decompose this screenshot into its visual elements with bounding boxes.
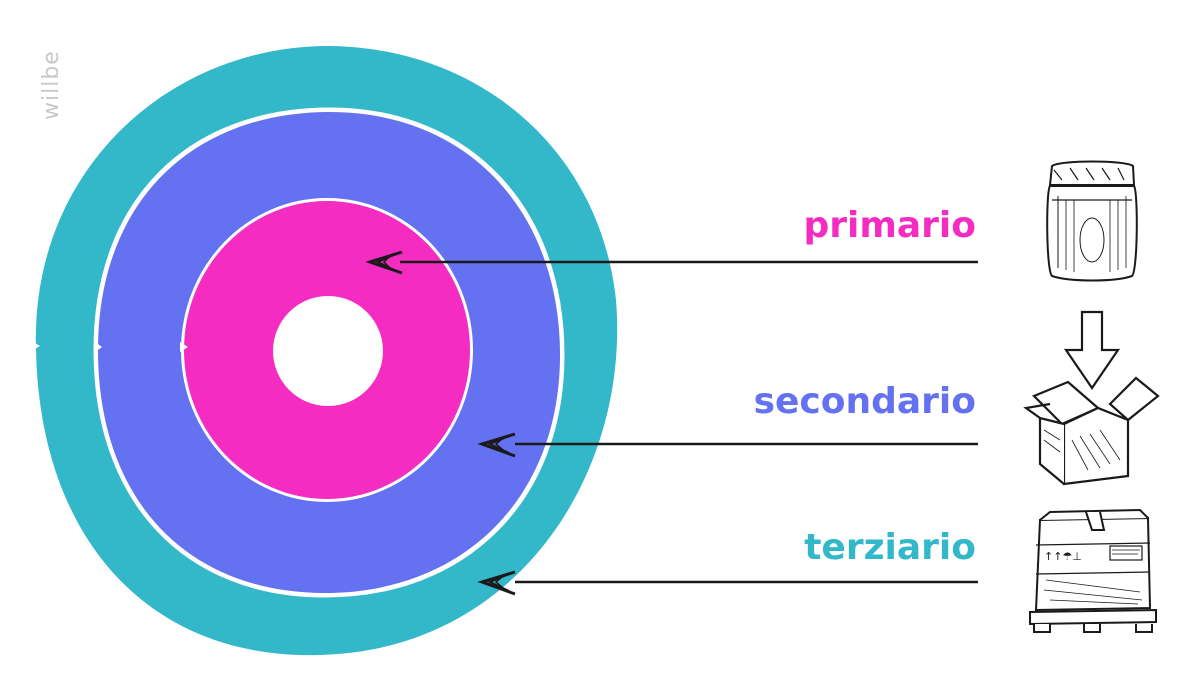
center-hole — [273, 296, 383, 406]
pallet-box-icon: ↑↑☂⊥ — [1029, 508, 1157, 633]
arrow-primary — [365, 250, 978, 275]
arrow-secondary — [477, 432, 978, 458]
ring-notch — [94, 341, 102, 353]
box-icon — [1023, 310, 1160, 486]
ring-notch — [180, 342, 188, 352]
jar-icon — [1046, 160, 1138, 282]
label-terziario: terziario — [804, 527, 976, 568]
arrow-tertiary — [477, 570, 978, 596]
label-primario: primario — [803, 205, 977, 246]
svg-text:↑↑☂⊥: ↑↑☂⊥ — [1044, 550, 1082, 563]
ring-separator — [93, 107, 565, 598]
label-secondario: secondario — [753, 381, 976, 422]
ring-notch — [30, 340, 40, 352]
